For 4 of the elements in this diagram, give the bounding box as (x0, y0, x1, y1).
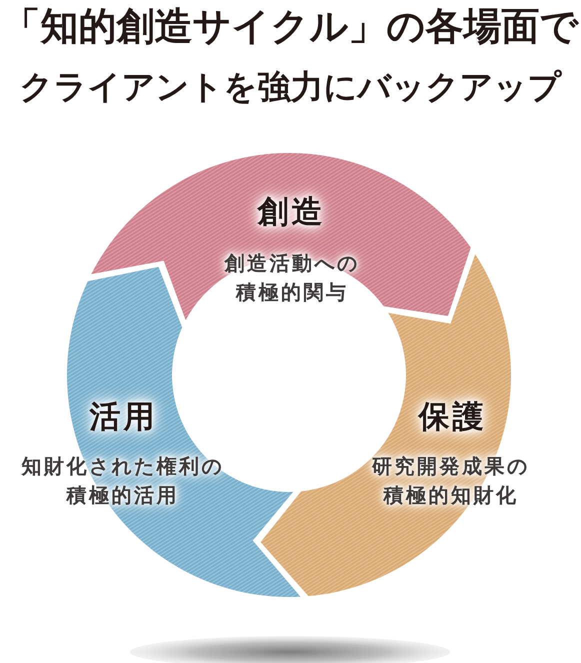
title: 「知的創造サイクル」の各場面でクライアントを強力にバックアップ (2, 5, 580, 107)
phase-heading: 活用 (88, 399, 158, 435)
phase-heading: 創造 (256, 194, 326, 230)
phase-heading: 保護 (416, 399, 486, 435)
